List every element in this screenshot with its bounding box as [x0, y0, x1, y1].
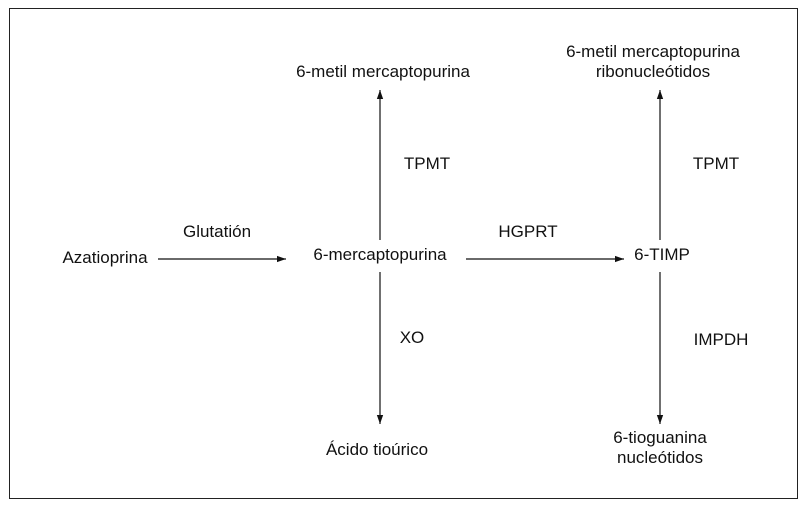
- node-acido-tiourico: Ácido tioúrico: [325, 440, 429, 459]
- enzyme-tpmt-left: TPMT: [403, 154, 451, 173]
- node-metil-mp-ribo-line2: ribonucleótidos: [595, 62, 711, 81]
- node-azatioprina: Azatioprina: [62, 248, 148, 267]
- enzyme-xo: XO: [399, 328, 425, 347]
- node-tioguanina-line1: 6-tioguanina: [613, 428, 707, 447]
- node-mercaptopurina: 6-mercaptopurina: [313, 245, 447, 264]
- enzyme-hgprt: HGPRT: [498, 222, 558, 241]
- enzyme-tpmt-right: TPMT: [692, 154, 740, 173]
- node-tioguanina-nucleotidos: 6-tioguanina nucleótidos: [613, 428, 707, 468]
- node-tioguanina-line2: nucleótidos: [616, 448, 704, 467]
- diagram-frame: [9, 8, 798, 499]
- node-timp: 6-TIMP: [634, 245, 690, 264]
- enzyme-glutation: Glutatión: [182, 222, 252, 241]
- node-metil-mercaptopurina: 6-metil mercaptopurina: [296, 62, 470, 81]
- node-metil-mercaptopurina-ribonucleotidos: 6-metil mercaptopurina ribonucleótidos: [566, 42, 740, 82]
- node-metil-mp-ribo-line1: 6-metil mercaptopurina: [566, 42, 740, 61]
- enzyme-impdh: IMPDH: [693, 330, 749, 349]
